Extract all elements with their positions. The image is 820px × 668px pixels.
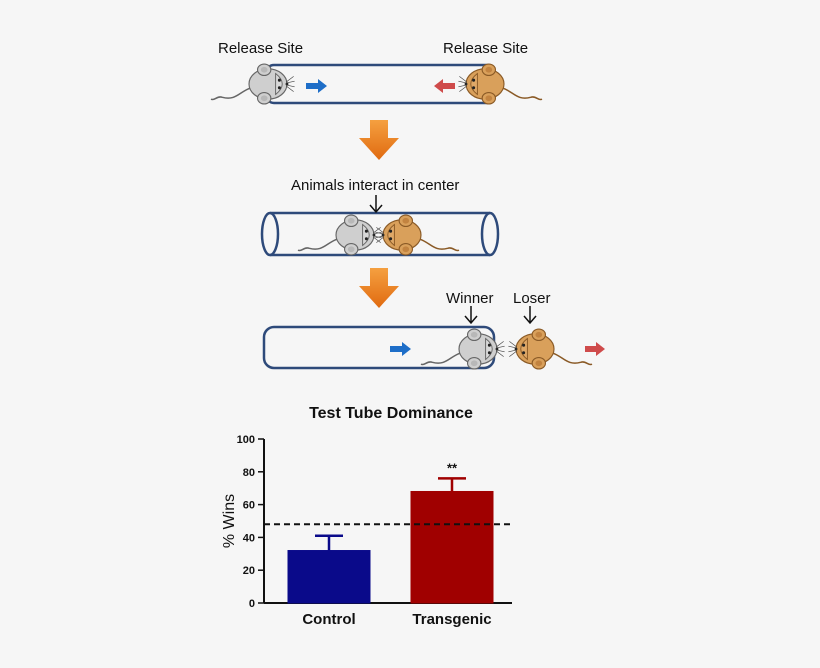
orange-down-arrow-icon [359,268,399,308]
bar-transgenic [410,490,494,604]
release-site-left-label: Release Site [218,40,304,57]
loser-pointer-icon [523,306,537,325]
significance-marker: ** [447,460,458,475]
orange-down-arrow-icon [359,120,399,160]
interact-label: Animals interact in center [291,177,460,194]
winner-label: Winner [446,290,494,307]
y-axis-label: % Wins [221,494,238,548]
tube-stage-1 [264,63,496,105]
bar-chart: Test Tube Dominance % Wins 0 20 40 60 80 100Con… [221,405,512,628]
interact-pointer-icon [369,195,383,214]
gray-mouse-interact [297,214,383,256]
x-tick-label: Transgenic [412,611,491,628]
red-arrow-right-icon [585,342,605,356]
y-tick-label: 60 [243,500,255,512]
blue-arrow-right-icon [306,79,327,93]
winner-pointer-icon [464,306,478,325]
loser-label: Loser [513,290,551,307]
brown-mouse-release [457,63,543,105]
bar-control [287,550,371,604]
red-arrow-left-icon [434,79,455,93]
blue-arrow-right-icon [390,342,411,356]
loser-mouse [507,328,593,370]
y-tick-label: 20 [243,565,255,577]
x-tick-label: Control [302,611,355,628]
y-tick-label: 40 [243,532,255,544]
release-site-right-label: Release Site [443,40,529,57]
y-tick-label: 0 [249,598,255,610]
tube-stage-2 [260,211,500,257]
y-tick-label: 100 [237,434,255,446]
gray-mouse-release [210,63,296,105]
y-tick-label: 80 [243,467,255,479]
chart-title: Test Tube Dominance [309,405,473,422]
brown-mouse-interact [374,214,460,256]
